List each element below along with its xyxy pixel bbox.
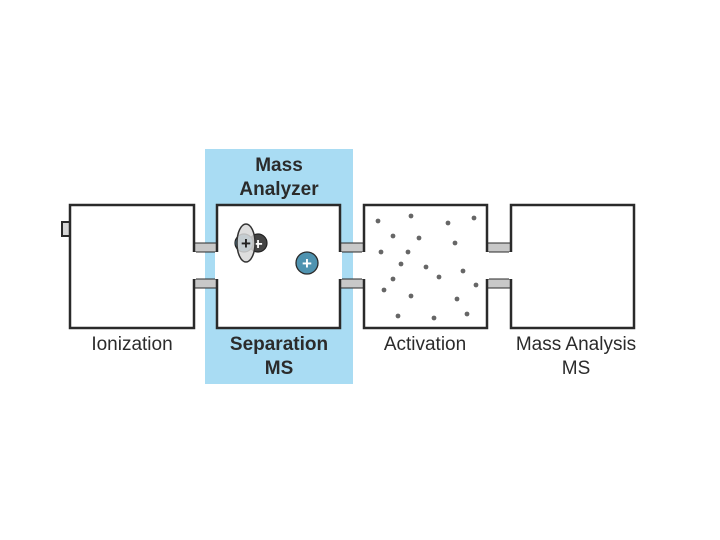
gas-particle xyxy=(390,233,396,239)
gas-particle xyxy=(408,213,414,219)
separation-box xyxy=(215,203,342,330)
connector-3-top xyxy=(486,242,512,253)
gas-particle xyxy=(405,249,411,255)
connector-3-bottom xyxy=(486,278,512,289)
ion-back-charge: + xyxy=(253,236,262,253)
ionization-box xyxy=(68,203,196,330)
ion-free-circle xyxy=(295,251,319,275)
collision-gas xyxy=(375,213,479,321)
gas-particle xyxy=(408,293,414,299)
ion-selector-ellipse xyxy=(236,223,256,263)
connector-2-bottom xyxy=(339,278,365,289)
stage-label-mass-analysis: Mass Analysis MS xyxy=(515,334,637,379)
gas-particle xyxy=(445,220,451,226)
gas-particle xyxy=(423,264,429,270)
gas-particle xyxy=(416,235,422,241)
gas-particle xyxy=(436,274,442,280)
mass-analyzer-title: Mass Analyzer xyxy=(239,155,319,200)
gas-particle xyxy=(378,249,384,255)
gas-particle xyxy=(452,240,458,246)
gas-particle xyxy=(460,268,466,274)
stage-label-activation: Activation xyxy=(383,334,467,355)
gas-particle xyxy=(464,311,470,317)
stage-label-ionization: Ionization xyxy=(91,334,173,355)
gas-particle xyxy=(431,315,437,321)
ion-front-charge: + xyxy=(241,234,251,253)
gas-particle xyxy=(390,276,396,282)
gas-particle xyxy=(398,261,404,267)
ion-free-charge: + xyxy=(302,254,312,273)
gas-particle xyxy=(454,296,460,302)
stage-label-separation: Separation MS xyxy=(229,334,329,379)
connector-1-top xyxy=(193,242,218,253)
gas-particle xyxy=(473,282,479,288)
connector-1-bottom xyxy=(193,278,218,289)
gas-particle xyxy=(381,287,387,293)
connector-2-top xyxy=(339,242,365,253)
gas-particle xyxy=(375,218,381,224)
ion-group-selected: + + xyxy=(234,223,268,263)
mass-analysis-box xyxy=(509,203,636,330)
ion-free: + xyxy=(295,251,319,275)
gas-particle xyxy=(395,313,401,319)
gas-particle xyxy=(471,215,477,221)
